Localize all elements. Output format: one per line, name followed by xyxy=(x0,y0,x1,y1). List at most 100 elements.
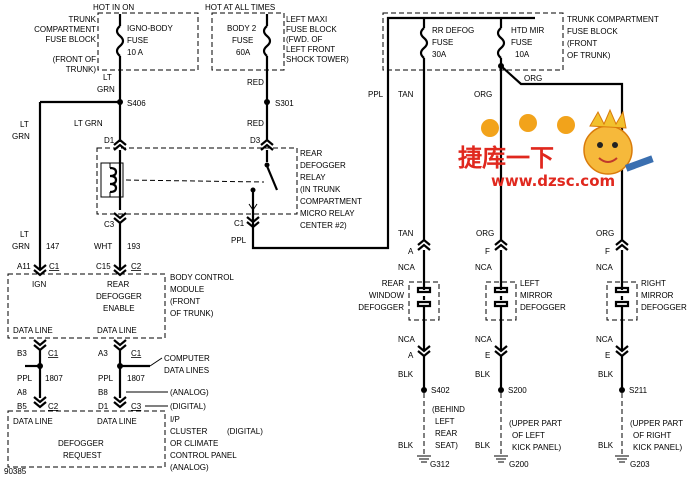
svg-text:30A: 30A xyxy=(432,50,447,59)
svg-text:DEFOGGER: DEFOGGER xyxy=(300,161,346,170)
ground-label-g203: G203 xyxy=(630,460,650,469)
circuit-1807b: 1807 xyxy=(127,374,145,383)
relay-terminal-c3: C3 xyxy=(104,220,115,229)
relay-switch-contact xyxy=(248,150,279,226)
connector-letter-a-bottom: A xyxy=(408,351,414,360)
ground-location-g312: (BEHIND LEFT REAR SEAT) xyxy=(432,405,465,450)
hot-in-on-label: HOT IN ON xyxy=(93,3,134,12)
digital-label: (DIGITAL) xyxy=(170,402,206,411)
svg-text:FUSE BLOCK: FUSE BLOCK xyxy=(45,35,96,44)
connector-letter-e-bottom-1: E xyxy=(485,351,490,360)
svg-text:OF TRUNK): OF TRUNK) xyxy=(170,309,214,318)
relay-box-outline xyxy=(96,147,298,215)
wire-ppl-relay-to-fuse xyxy=(251,70,390,250)
ground-label-g200: G200 xyxy=(509,460,529,469)
hot-at-all-times-label: HOT AT ALL TIMES xyxy=(205,3,275,12)
htd-mir-fuse xyxy=(496,18,506,240)
svg-text:MICRO RELAY: MICRO RELAY xyxy=(300,209,355,218)
svg-text:HTD MIR: HTD MIR xyxy=(511,26,545,35)
svg-text:REAR: REAR xyxy=(382,279,404,288)
analog-label: (ANALOG) xyxy=(170,388,209,397)
wire-color-lt-grn-1a: LT xyxy=(103,73,112,82)
wire-color-org-3: ORG xyxy=(476,229,494,238)
watermark-logo: www.dzsc.com xyxy=(481,108,654,190)
svg-text:OR CLIMATE: OR CLIMATE xyxy=(170,439,218,448)
ip-cluster-box xyxy=(7,410,166,468)
data-connector-c1-right: C1 xyxy=(131,349,142,358)
svg-text:RR DEFOG: RR DEFOG xyxy=(432,26,474,35)
svg-text:RELAY: RELAY xyxy=(300,173,326,182)
body2-fuse-label: BODY 2 FUSE 60A xyxy=(227,24,257,57)
ign-body-fuse xyxy=(115,14,125,102)
svg-text:FUSE: FUSE xyxy=(127,36,148,45)
bcm-input-rear-defogger-enable: REAR DEFOGGER ENABLE xyxy=(96,280,142,313)
splice-s402-label: S402 xyxy=(431,386,450,395)
svg-text:KICK PANEL): KICK PANEL) xyxy=(512,443,562,452)
svg-text:10 A: 10 A xyxy=(127,48,144,57)
trunk-fuse-block-right-label: TRUNK COMPARTMENT FUSE BLOCK (FRONT OF T… xyxy=(567,15,659,60)
splice-s200 xyxy=(498,387,504,393)
wire-color-lt-grn-2b: GRN xyxy=(12,132,30,141)
nca-label-5: NCA xyxy=(475,335,493,344)
data-connector-c2: C2 xyxy=(48,402,59,411)
svg-text:OF TRUNK): OF TRUNK) xyxy=(567,51,611,60)
svg-text:RIGHT: RIGHT xyxy=(641,279,666,288)
circuit-1807a: 1807 xyxy=(45,374,63,383)
body2-fuse xyxy=(262,14,272,140)
ground-label-g312: G312 xyxy=(430,460,450,469)
bcm-connector-c15: C15 xyxy=(96,262,111,271)
svg-text:DEFOGGER: DEFOGGER xyxy=(358,303,404,312)
nca-label-1: NCA xyxy=(398,263,416,272)
wire-color-red-2: RED xyxy=(247,119,264,128)
trunk-fuse-block-right-outline xyxy=(382,12,564,71)
svg-text:DEFOGGER: DEFOGGER xyxy=(520,303,566,312)
splice-s200-label: S200 xyxy=(508,386,527,395)
data-connector-a3: A3 xyxy=(98,349,108,358)
connector-letter-f-top-1: F xyxy=(485,247,490,256)
svg-text:BODY 2: BODY 2 xyxy=(227,24,257,33)
svg-text:FUSE BLOCK: FUSE BLOCK xyxy=(567,27,618,36)
ground-location-g200: (UPPER PART OF LEFT KICK PANEL) xyxy=(509,419,562,452)
mascot-icon xyxy=(583,125,633,175)
maxi-fuse-block-outline xyxy=(211,12,285,71)
wire-color-ppl-1: PPL xyxy=(231,236,247,245)
relay-coil xyxy=(100,150,124,210)
nca-label-6: NCA xyxy=(596,335,614,344)
defogger-bottom-connectors xyxy=(417,345,629,358)
wire-color-tan-1: TAN xyxy=(398,90,414,99)
svg-text:FUSE BLOCK: FUSE BLOCK xyxy=(286,25,337,34)
wire-color-lt-grn-3: LT GRN xyxy=(74,119,103,128)
svg-text:CLUSTER: CLUSTER xyxy=(170,427,208,436)
defogger-top-connectors xyxy=(417,238,629,251)
ground-symbol-g312 xyxy=(417,455,431,463)
svg-text:SEAT): SEAT) xyxy=(435,441,458,450)
data-connector-c1-left: C1 xyxy=(48,349,59,358)
htd-mir-fuse-label: HTD MIR FUSE 10A xyxy=(511,26,545,59)
svg-text:WINDOW: WINDOW xyxy=(369,291,405,300)
bcm-data-line-right: DATA LINE xyxy=(97,326,137,335)
svg-text:TRUNK): TRUNK) xyxy=(66,65,97,74)
svg-text:COMPARTMENT: COMPARTMENT xyxy=(300,197,362,206)
splice-s402 xyxy=(421,387,427,393)
nca-label-2: NCA xyxy=(475,263,493,272)
splice-s211 xyxy=(619,387,625,393)
right-mirror-defogger-label: RIGHT MIRROR DEFOGGER xyxy=(641,279,687,312)
bcm-connector-c2: C2 xyxy=(131,262,142,271)
svg-text:(UPPER PART: (UPPER PART xyxy=(509,419,562,428)
trunk-fuse-block-left-label: TRUNK COMPARTMENT FUSE BLOCK (FRONT OF T… xyxy=(34,15,97,74)
defogger-request-label: DEFOGGER REQUEST xyxy=(58,439,104,460)
svg-text:FUSE: FUSE xyxy=(432,38,453,47)
relay-terminal-d1: D1 xyxy=(104,136,115,145)
ign-body-fuse-label: IGNO-BODY FUSE 10 A xyxy=(127,24,173,57)
ip-cluster-digital-label: (DIGITAL) xyxy=(227,427,263,436)
computer-data-lines-label: COMPUTER DATA LINES xyxy=(164,354,210,375)
data-connector-b5: B5 xyxy=(17,402,27,411)
svg-text:CENTER #2): CENTER #2) xyxy=(300,221,347,230)
svg-text:REQUEST: REQUEST xyxy=(63,451,102,460)
data-connector-b3: B3 xyxy=(17,349,27,358)
svg-text:TRUNK: TRUNK xyxy=(68,15,96,24)
svg-text:BODY CONTROL: BODY CONTROL xyxy=(170,273,234,282)
svg-text:ENABLE: ENABLE xyxy=(103,304,135,313)
wire-color-org-2: ORG xyxy=(474,90,492,99)
